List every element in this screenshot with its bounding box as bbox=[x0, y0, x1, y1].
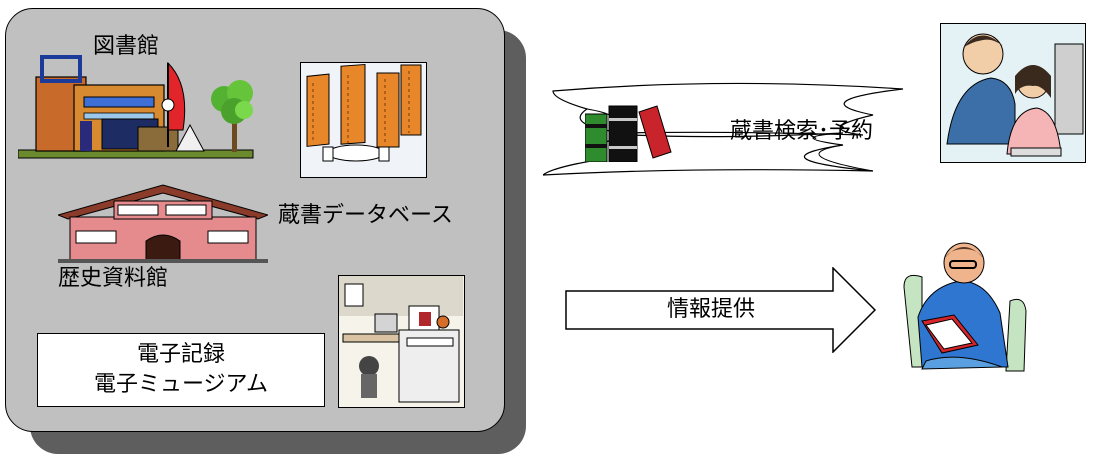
library-illustration bbox=[18, 55, 254, 159]
books-icon bbox=[585, 105, 672, 162]
library-label: 図書館 bbox=[93, 34, 160, 59]
history-museum-label: 歴史資料館 bbox=[58, 266, 169, 291]
collection-db-illustration bbox=[300, 62, 427, 178]
office-illustration bbox=[338, 275, 465, 408]
info-provision-arrow bbox=[565, 267, 877, 353]
history-museum-illustration bbox=[58, 184, 268, 263]
collection-db-label: 蔵書データベース bbox=[278, 203, 453, 228]
users-at-computer-illustration bbox=[940, 23, 1086, 163]
electronic-record-label: 電子記録 bbox=[136, 342, 225, 367]
electronic-records-box: 電子記録 電子ミュージアム bbox=[37, 333, 325, 407]
reading-man-illustration bbox=[903, 242, 1027, 372]
electronic-museum-label: 電子ミュージアム bbox=[93, 372, 269, 397]
info-provision-label: 情報提供 bbox=[667, 297, 756, 322]
search-reserve-label: 蔵書検索･予約 bbox=[730, 119, 874, 144]
